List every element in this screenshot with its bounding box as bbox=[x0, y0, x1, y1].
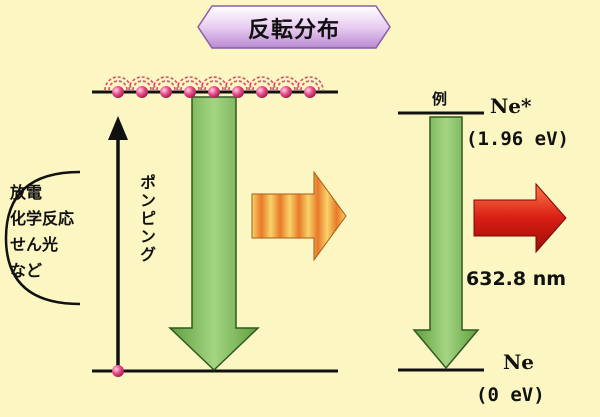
ground-atom bbox=[112, 365, 124, 377]
excited-atom bbox=[152, 76, 180, 98]
excited-atom bbox=[104, 76, 132, 98]
source-item: など bbox=[10, 261, 43, 280]
laser-arrow bbox=[473, 182, 567, 254]
excited-atom bbox=[200, 76, 228, 98]
excited-atom bbox=[128, 76, 156, 98]
excited-atom bbox=[272, 76, 300, 98]
source-item: 放電 bbox=[10, 183, 43, 202]
title-badge bbox=[197, 5, 391, 49]
transition-arrow bbox=[251, 170, 347, 262]
lower-level-energy: (0 eV) bbox=[476, 384, 545, 406]
excited-atom bbox=[176, 76, 204, 98]
pumping-arrow-head bbox=[108, 116, 128, 140]
page-title: 反転分布 bbox=[247, 18, 340, 43]
source-item: 化学反応 bbox=[10, 209, 75, 228]
lower-atoms bbox=[112, 365, 124, 377]
source-item: せん光 bbox=[10, 235, 59, 254]
excitation-source-list: 放電 化学反応 せん光 など bbox=[10, 180, 74, 284]
wavelength-label: 632.8 nm bbox=[466, 268, 567, 290]
excited-atom bbox=[296, 76, 324, 98]
example-label: 例 bbox=[432, 90, 448, 108]
decay-arrow-left bbox=[168, 96, 260, 372]
source-bracket bbox=[4, 170, 81, 306]
excited-atom bbox=[248, 76, 276, 98]
upper-level-name: Ne* bbox=[490, 94, 532, 118]
decay-arrow-right bbox=[412, 116, 480, 370]
upper-level-energy: (1.96 eV) bbox=[466, 128, 569, 150]
lower-level-name: Ne bbox=[503, 350, 535, 374]
excited-atom bbox=[224, 76, 252, 98]
upper-atoms bbox=[104, 76, 324, 98]
pumping-label: ポンピング bbox=[137, 174, 156, 264]
